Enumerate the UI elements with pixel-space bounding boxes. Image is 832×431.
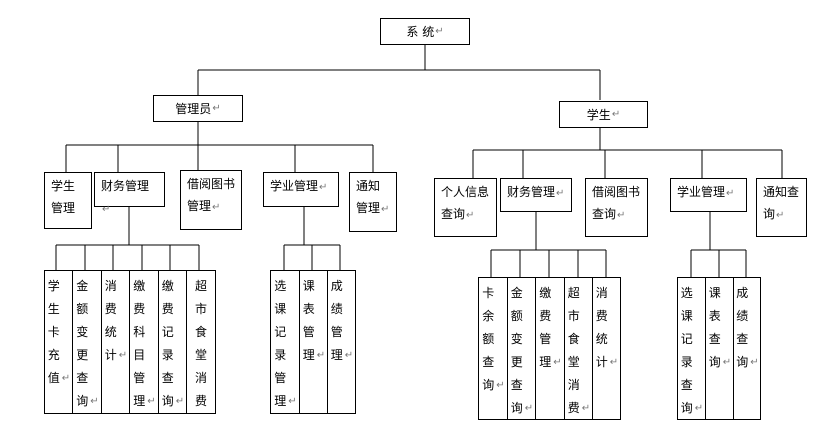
node-student-finance-leaf: 缴费管理↵ [535,277,565,420]
node-student-academic-leaf: 成绩查询↵ [733,277,761,420]
node-student-academic-mgmt-label: 学业管理 [677,185,726,199]
node-admin-finance-leaf: 缴费记录查询↵ [158,270,187,414]
node-student-academic-leaf: 课表查询↵ [705,277,734,420]
node-admin-academic-leaf: 成绩管理↵ [327,270,356,414]
node-root-system: 系 统↵ [380,18,470,45]
node-admin-academic-mgmt-label: 学业管理 [270,179,319,193]
node-admin-finance-leaf: 金额变更查询↵ [72,270,102,414]
node-student-finance-mgmt: 财务管理↵ [500,178,572,212]
node-admin-finance-mgmt-label: 财务管理 [101,179,150,193]
node-student-academic-mgmt: 学业管理↵ [670,178,747,212]
node-student-finance-leaf: 超市食堂消费↵ [564,277,593,420]
node-admin-student-mgmt-label: 学生管理 [51,179,76,215]
node-student-finance-leaf: 金额变更查询↵ [507,277,536,420]
node-admin-finance-leaf: 消费统计↵ [101,270,130,414]
node-student: 学生↵ [559,101,648,128]
node-student-library-query-label: 借阅图书查询 [592,185,641,221]
node-student-personal-info: 个人信息查询↵ [434,178,497,237]
node-student-library-query: 借阅图书查询↵ [585,178,648,237]
node-student-personal-info-label: 个人信息查询 [441,185,490,221]
node-admin-notice-mgmt: 通知管理↵ [349,172,397,232]
node-admin-academic-leaf: 课表管理↵ [299,270,328,414]
node-admin-finance-leaf: 缴费科目管理↵ [129,270,159,414]
node-student-notice-query: 通知查询↵ [756,178,807,237]
node-admin-library-mgmt: 借阅图书管理↵ [180,170,242,230]
node-admin-notice-mgmt-label: 通知管理 [356,179,381,215]
node-admin-student-mgmt: 学生管理 [44,172,92,229]
node-student-finance-leaf: 卡余额查询↵ [478,277,508,420]
node-admin-finance-leaf: 学生卡充值↵ [44,270,73,414]
node-student-finance-mgmt-label: 财务管理 [507,185,556,199]
node-admin-finance-mgmt: 财务管理↵ [94,172,165,215]
node-admin-finance-leaf: 超市食堂消费 [186,270,216,414]
node-student-academic-leaf: 选课记录查询↵ [677,277,706,420]
node-student-label: 学生 [586,107,611,122]
node-root-label: 系 统 [406,24,435,39]
node-student-notice-query-label: 通知查询 [763,185,800,221]
node-admin-library-mgmt-label: 借阅图书管理 [187,177,236,213]
node-student-finance-leaf: 消费统计↵ [592,277,621,420]
node-admin: 管理员↵ [153,95,243,122]
node-admin-label: 管理员 [175,101,212,116]
node-admin-academic-mgmt: 学业管理↵ [263,172,339,207]
node-admin-academic-leaf: 选课记录管理↵ [270,270,300,414]
